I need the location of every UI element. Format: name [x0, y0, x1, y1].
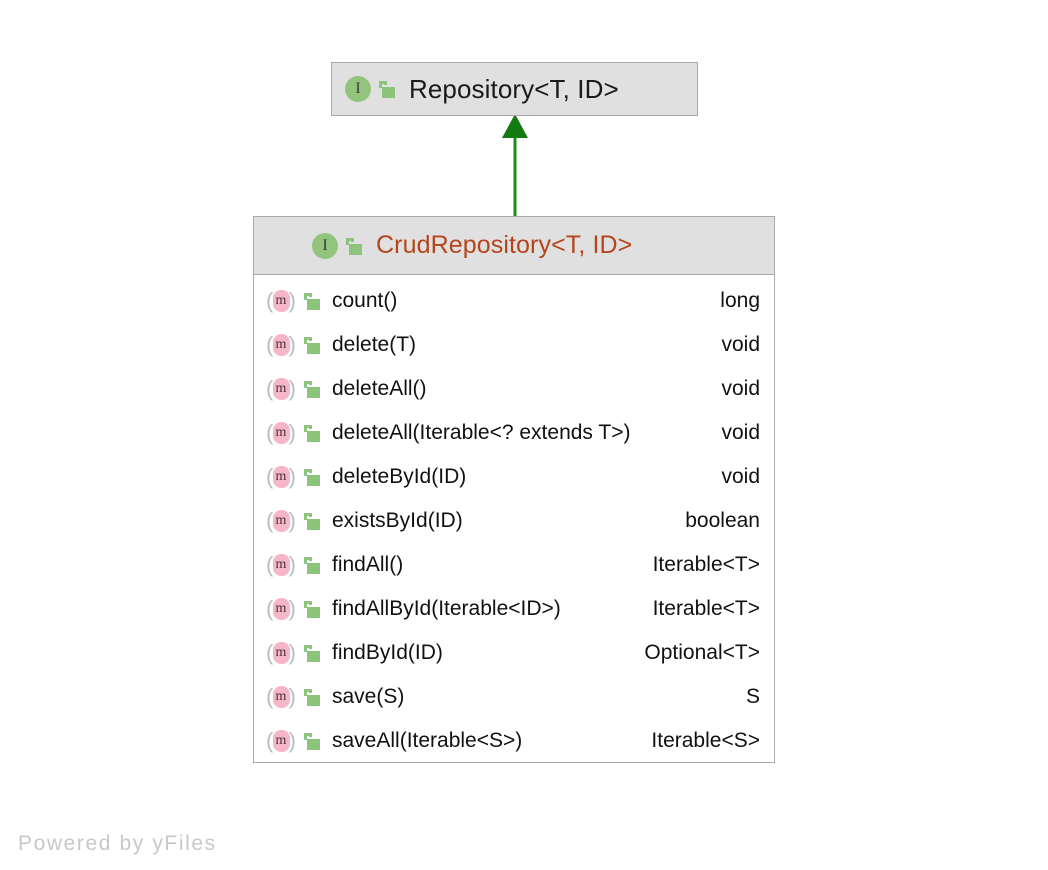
member-name: delete(T) [332, 333, 417, 356]
member-type: void [721, 465, 760, 488]
unlocked-padlock-icon [304, 380, 320, 398]
header-icon-group: I [312, 232, 362, 259]
member-name: findAll() [332, 553, 404, 576]
member-name: save(S) [332, 685, 405, 708]
method-icon: (m) [266, 332, 296, 357]
unlocked-padlock-icon [304, 292, 320, 310]
member-type: Optional<T> [644, 641, 760, 664]
unlocked-padlock-icon [379, 80, 395, 98]
unlocked-padlock-icon [304, 644, 320, 662]
method-icon: (m) [266, 376, 296, 401]
member-row[interactable]: (m) findAllById(Iterable<ID>) Iterable<T… [254, 587, 774, 631]
generalization-edge[interactable] [497, 114, 533, 218]
member-name: deleteAll() [332, 377, 427, 400]
method-icon: (m) [266, 288, 296, 313]
method-icon: (m) [266, 640, 296, 665]
unlocked-padlock-icon [304, 688, 320, 706]
member-row[interactable]: (m) deleteAll() void [254, 367, 774, 411]
member-row[interactable]: (m) findAll() Iterable<T> [254, 543, 774, 587]
unlocked-padlock-icon [304, 424, 320, 442]
node-title: Repository<T, ID> [409, 73, 619, 104]
member-type: S [745, 685, 760, 708]
method-icon: (m) [266, 728, 296, 753]
member-name: existsById(ID) [332, 509, 463, 532]
unlocked-padlock-icon [304, 336, 320, 354]
uml-node-repository[interactable]: I Repository<T, ID> [331, 62, 698, 116]
member-row[interactable]: (m) deleteAll(Iterable<? extends T>) voi… [254, 411, 774, 455]
member-name: findById(ID) [332, 641, 443, 664]
method-icon: (m) [266, 684, 296, 709]
member-type: long [720, 289, 760, 312]
edge-arrowhead-icon [502, 114, 528, 138]
method-icon: (m) [266, 508, 296, 533]
node-title: CrudRepository<T, ID> [376, 231, 633, 259]
method-icon: (m) [266, 420, 296, 445]
member-row[interactable]: (m) save(S) S [254, 675, 774, 719]
interface-icon: I [312, 232, 338, 259]
member-type: void [721, 377, 760, 400]
member-type: boolean [685, 509, 760, 532]
method-icon: (m) [266, 552, 296, 577]
header-icon-group: I [345, 76, 395, 102]
member-type: void [721, 421, 760, 444]
member-type: void [721, 333, 760, 356]
member-row[interactable]: (m) count() long [254, 279, 774, 323]
yfiles-watermark: Powered by yFiles [18, 832, 217, 855]
unlocked-padlock-icon [346, 237, 362, 255]
member-type: Iterable<S> [651, 729, 760, 752]
member-row[interactable]: (m) delete(T) void [254, 323, 774, 367]
member-type: Iterable<T> [652, 553, 760, 576]
member-name: count() [332, 289, 398, 312]
unlocked-padlock-icon [304, 556, 320, 574]
member-row[interactable]: (m) existsById(ID) boolean [254, 499, 774, 543]
unlocked-padlock-icon [304, 600, 320, 618]
uml-node-crudrepository[interactable]: I CrudRepository<T, ID> (m) count() long [253, 216, 775, 763]
method-icon: (m) [266, 464, 296, 489]
member-row[interactable]: (m) saveAll(Iterable<S>) Iterable<S> [254, 719, 774, 763]
member-name: findAllById(Iterable<ID>) [332, 597, 561, 620]
member-name: deleteAll(Iterable<? extends T>) [332, 421, 631, 444]
node-header: I CrudRepository<T, ID> [254, 217, 774, 275]
method-icon: (m) [266, 596, 296, 621]
member-type: Iterable<T> [652, 597, 760, 620]
unlocked-padlock-icon [304, 468, 320, 486]
member-row[interactable]: (m) findById(ID) Optional<T> [254, 631, 774, 675]
unlocked-padlock-icon [304, 732, 320, 750]
member-row[interactable]: (m) deleteById(ID) void [254, 455, 774, 499]
member-name: deleteById(ID) [332, 465, 467, 488]
interface-icon: I [345, 76, 371, 102]
member-name: saveAll(Iterable<S>) [332, 729, 523, 752]
unlocked-padlock-icon [304, 512, 320, 530]
node-members-list: (m) count() long (m) delete(T) void [254, 275, 774, 769]
node-header: I Repository<T, ID> [332, 63, 697, 115]
